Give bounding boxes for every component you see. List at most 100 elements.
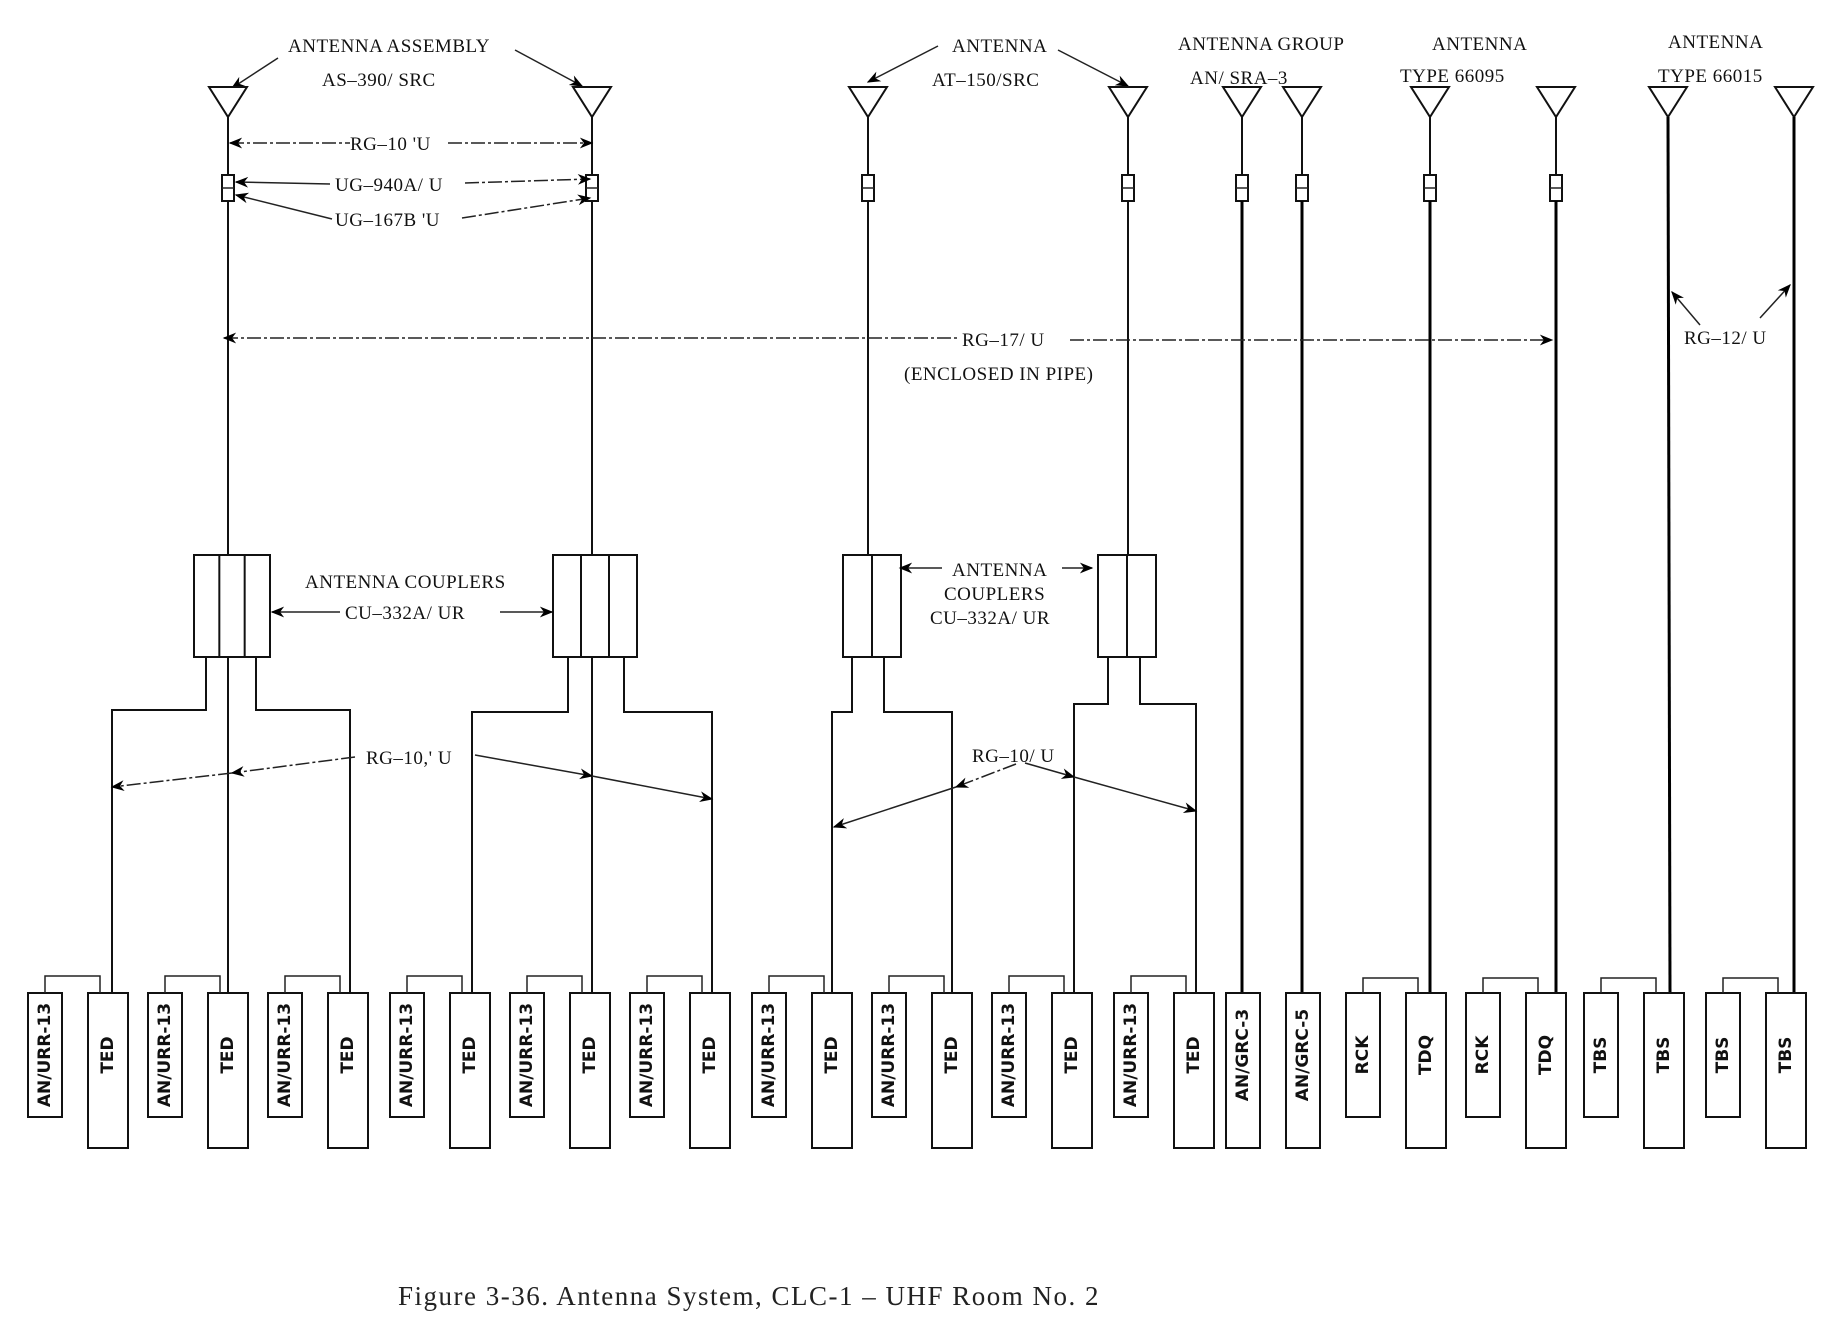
antenna-icon	[1409, 86, 1451, 119]
rg12-label: RG–12/ U	[1684, 328, 1767, 349]
coax-branch	[883, 657, 953, 995]
receiver-box	[389, 992, 425, 1118]
antenna-at150-model: AT–150/SRC	[932, 70, 1039, 91]
feed-lines	[221, 116, 1796, 996]
coax-branch	[1073, 657, 1109, 995]
rg10-arrow	[591, 775, 714, 803]
pair-jumper	[44, 975, 101, 993]
antenna-icon	[1773, 86, 1815, 119]
receiver-box	[27, 992, 63, 1118]
leader-arrow	[514, 49, 584, 87]
transmitter-label: TED	[1062, 1036, 1082, 1073]
transmitter-box	[87, 992, 129, 1149]
rg10-arrow	[1073, 776, 1198, 813]
coax-branch	[831, 657, 853, 995]
coupler-left-title: ANTENNA COUPLERS	[305, 572, 506, 593]
antenna-icon	[1535, 86, 1577, 119]
receiver-box	[991, 992, 1027, 1118]
rg17-note: (ENCLOSED IN PIPE)	[904, 364, 1094, 385]
ug940-arrow-right	[464, 173, 592, 185]
pair-jumper	[406, 975, 463, 993]
rg10-arrow	[832, 786, 957, 829]
transmitter-label: TED	[942, 1036, 962, 1073]
ug167-arrow-right	[461, 194, 592, 219]
receiver-label: RCK	[1353, 1035, 1373, 1075]
ug940-label: UG–940A/ U	[335, 175, 443, 196]
receiver-label: TBS	[1713, 1037, 1733, 1074]
pair-jumper	[284, 975, 341, 993]
receiver-label: AN/URR-13	[879, 1003, 899, 1107]
receiver-label: AN/URR-13	[155, 1003, 175, 1107]
antenna-icon	[1107, 86, 1149, 119]
radio-label: AN/GRC-5	[1293, 1009, 1313, 1101]
pair-jumper	[646, 975, 703, 993]
transmitter-label: TED	[1184, 1036, 1204, 1073]
rg10-arrow	[1024, 762, 1076, 779]
receiver-box	[1113, 992, 1149, 1118]
transmitter-box	[1405, 992, 1447, 1149]
rg10-arrow	[230, 756, 356, 777]
transmitter-label: TED	[218, 1036, 238, 1073]
transmitter-box	[689, 992, 731, 1149]
transmitter-box	[569, 992, 611, 1149]
transmitter-label: TED	[460, 1036, 480, 1073]
coax-branch	[255, 657, 351, 995]
transmitter-box	[449, 992, 491, 1149]
transmitter-box	[931, 992, 973, 1149]
antenna-66095-title: ANTENNA	[1432, 34, 1527, 55]
transmitter-box	[207, 992, 249, 1149]
leader-arrow	[230, 57, 279, 89]
receiver-box	[1705, 992, 1741, 1118]
transmitter-box	[1525, 992, 1567, 1149]
antenna-assembly-model: AS–390/ SRC	[322, 70, 436, 91]
receiver-label: TBS	[1591, 1037, 1611, 1074]
receiver-label: AN/URR-13	[517, 1003, 537, 1107]
coupler-branches	[111, 657, 1197, 995]
radio-box	[1225, 992, 1261, 1149]
transmitter-box	[1051, 992, 1093, 1149]
coax-branch	[471, 657, 569, 995]
antenna-at150-title: ANTENNA	[952, 36, 1047, 57]
receiver-label: AN/URR-13	[275, 1003, 295, 1107]
coupler-left-model: CU–332A/ UR	[345, 603, 465, 624]
transmitter-label: TED	[98, 1036, 118, 1073]
receiver-label: AN/URR-13	[637, 1003, 657, 1107]
antenna-icon	[1221, 86, 1263, 119]
transmitter-label: TED	[822, 1036, 842, 1073]
receiver-box	[751, 992, 787, 1118]
pair-jumper	[768, 975, 825, 993]
coax-branch	[1139, 657, 1197, 995]
rg10-lower-left-label: RG–10,' U	[366, 748, 452, 769]
pair-jumper	[526, 975, 583, 993]
ug940-arrow-left	[234, 176, 331, 188]
receiver-label: AN/URR-13	[397, 1003, 417, 1107]
antenna-icon	[847, 86, 889, 119]
antenna-group-model: AN/ SRA–3	[1190, 68, 1288, 89]
receiver-label: AN/URR-13	[1121, 1003, 1141, 1107]
radio-box	[1285, 992, 1321, 1149]
transmitter-label: TDQ	[1536, 1035, 1556, 1075]
transmitter-label: TED	[338, 1036, 358, 1073]
transmitter-box	[811, 992, 853, 1149]
transmitter-box	[327, 992, 369, 1149]
equipment-row: AN/URR-13 TED AN/URR-13 TED AN/URR-13 TED AN/U…	[27, 975, 1807, 1149]
pair-jumper	[1130, 975, 1187, 993]
pair-jumper	[1722, 977, 1779, 993]
leader-arrow	[866, 45, 939, 83]
antenna-icon	[571, 86, 613, 119]
feed-line	[1666, 116, 1672, 996]
transmitter-label: TBS	[1776, 1037, 1796, 1074]
coupler-right-title-2: COUPLERS	[944, 584, 1045, 605]
rg10-arrow	[110, 772, 233, 791]
rg10-arrow	[474, 754, 594, 780]
rg10-arrow	[954, 763, 1017, 788]
coax-branch	[623, 657, 713, 995]
antenna-assembly-title: ANTENNA ASSEMBLY	[288, 36, 490, 57]
transmitter-box	[1643, 992, 1685, 1149]
rg10-lower-right-label: RG–10/ U	[972, 746, 1055, 767]
ug167-label: UG–167B 'U	[335, 210, 440, 231]
coupler-right-model: CU–332A/ UR	[930, 608, 1050, 629]
transmitter-label: TED	[700, 1036, 720, 1073]
pair-jumper	[164, 975, 221, 993]
